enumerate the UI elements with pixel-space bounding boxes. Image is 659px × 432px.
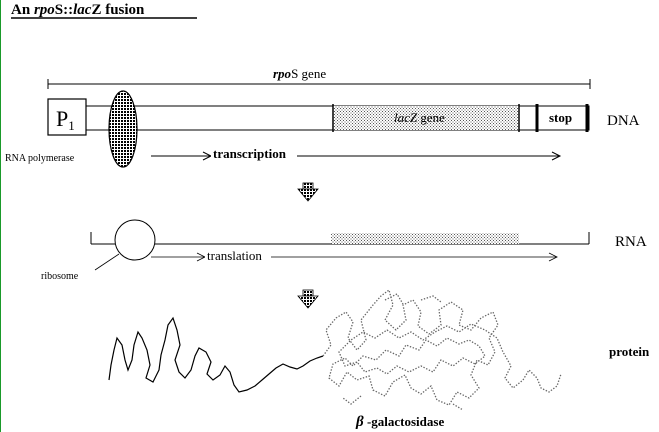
rna-row-label: RNA — [615, 234, 647, 250]
promoter-label: P1 — [56, 106, 75, 133]
beta-galactosidase-label: β -galactosidase — [355, 414, 444, 430]
gene-span-label: rpoS gene — [273, 66, 326, 81]
lacz-gene-label: lacZ gene — [394, 110, 445, 125]
protein-row-label: protein — [609, 344, 650, 359]
down-arrow-icon — [297, 289, 319, 309]
ribosome-label: ribosome — [41, 271, 79, 282]
transcription-label: transcription — [213, 146, 287, 161]
down-arrow-icon — [297, 182, 319, 202]
dna-row-label: DNA — [607, 113, 640, 129]
lacz-rna-region — [331, 233, 519, 244]
lacz-gene-region — [333, 106, 519, 130]
diagram-title: An rpoS::lacZ fusion — [11, 2, 145, 18]
rpos-protein-chain — [108, 316, 324, 393]
beta-galactosidase-chain — [322, 288, 562, 406]
rna-polymerase-icon — [108, 90, 138, 168]
translation-label: translation — [207, 248, 262, 263]
ribosome-icon — [114, 219, 156, 261]
stop-codon-label: stop — [549, 110, 572, 125]
rna-polymerase-label: RNA polymerase — [5, 153, 75, 164]
promoter-box — [47, 98, 87, 136]
